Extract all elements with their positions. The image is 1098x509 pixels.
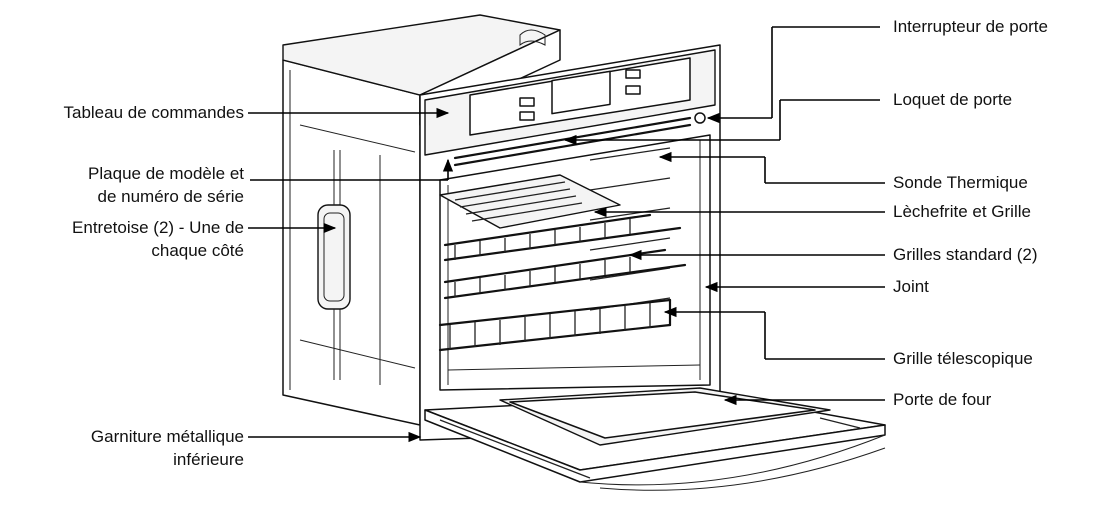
standard-racks <box>443 213 687 300</box>
label-trim-line2: inférieure <box>173 450 244 469</box>
broil-pan <box>439 174 621 229</box>
label-standard-racks: Grilles standard (2) <box>893 245 1038 264</box>
oven-side-panel <box>282 14 561 426</box>
label-model-plate-line2: de numéro de série <box>97 187 244 206</box>
label-gasket: Joint <box>893 277 929 296</box>
label-oven-door: Porte de four <box>893 390 992 409</box>
label-trim-line1: Garniture métallique <box>90 427 244 446</box>
label-control-panel: Tableau de commandes <box>63 103 244 122</box>
label-broil-pan: Lèchefrite et Grille <box>893 202 1031 221</box>
label-spacer-line1: Entretoise (2) - Une de <box>72 218 244 237</box>
label-spacer-line2: chaque côté <box>151 241 244 260</box>
label-door-latch: Loquet de porte <box>893 90 1013 109</box>
label-door-switch: Interrupteur de porte <box>893 17 1048 36</box>
label-telescopic-rack: Grille télescopique <box>893 349 1033 368</box>
label-model-plate-line1: Plaque de modèle et <box>88 164 244 183</box>
label-temperature-probe: Sonde Thermique <box>893 173 1028 192</box>
telescopic-rack <box>438 298 672 352</box>
leader-lines <box>248 26 885 443</box>
oven-door <box>424 387 886 491</box>
